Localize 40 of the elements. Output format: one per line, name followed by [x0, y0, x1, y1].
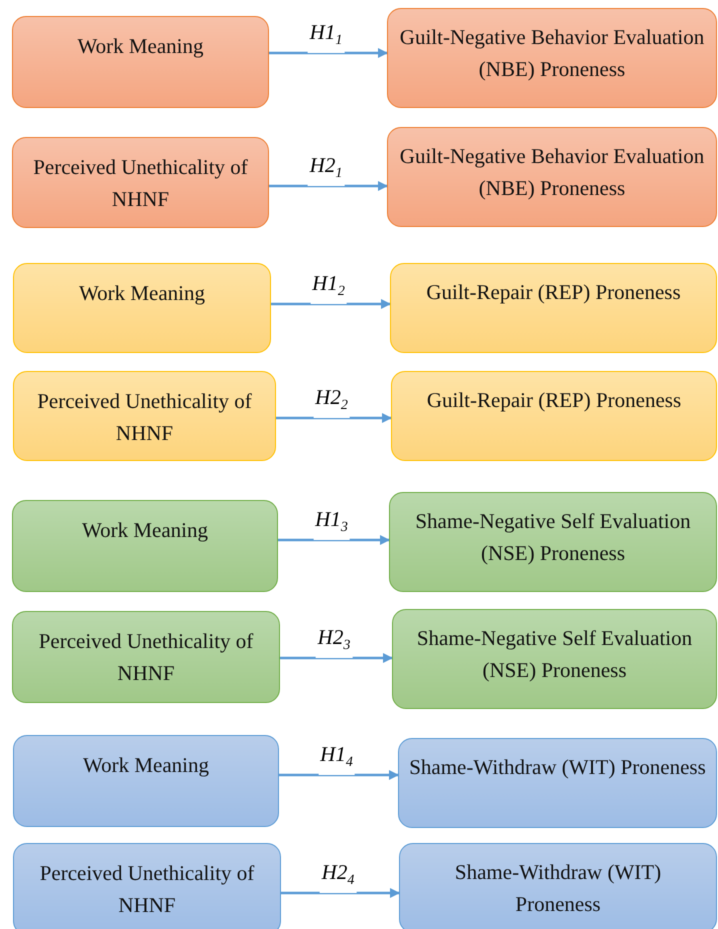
- box-text: Guilt-Repair (REP) Proneness: [425, 279, 682, 306]
- box-text: Work Meaning: [76, 33, 205, 60]
- box-text: Guilt-Repair (REP) Proneness: [426, 387, 682, 414]
- arrow: [269, 48, 388, 58]
- box-text: Perceived Unethicality of NHNF: [32, 154, 249, 213]
- box-text: Perceived Unethicality of NHNF: [36, 388, 253, 447]
- process-box: [398, 738, 717, 828]
- box-text: Shame-Withdraw (WIT) Proneness: [454, 859, 662, 918]
- process-box: [391, 371, 717, 461]
- box-text: Shame-Withdraw (WIT) Proneness: [408, 754, 707, 781]
- box-text: Perceived Unethicality of NHNF: [38, 628, 254, 687]
- arrow: [281, 888, 400, 898]
- process-box: [13, 371, 276, 461]
- arrow: [271, 299, 391, 309]
- process-box: [399, 843, 717, 929]
- box-text: Shame-Negative Self Evaluation (NSE) Proneness: [416, 625, 694, 684]
- process-box: [13, 843, 281, 929]
- process-box: [12, 611, 280, 703]
- process-box: [12, 500, 278, 592]
- box-text: Guilt-Negative Behavior Evaluation (NBE) Proneness: [398, 143, 706, 202]
- process-box: [12, 16, 269, 108]
- box-text: Guilt-Negative Behavior Evaluation (NBE) Proneness: [398, 24, 706, 83]
- process-box: [392, 609, 717, 709]
- box-text: Work Meaning: [80, 517, 210, 544]
- box-text: Perceived Unethicality of NHNF: [38, 860, 256, 919]
- arrow: [276, 413, 392, 423]
- process-box: [390, 263, 717, 353]
- process-box: [387, 127, 717, 227]
- process-box: [13, 263, 271, 353]
- box-text: Shame-Negative Self Evaluation (NSE) Proneness: [414, 508, 692, 567]
- process-box: [389, 492, 717, 592]
- arrow: [280, 653, 393, 663]
- arrow: [269, 181, 388, 191]
- arrow: [278, 535, 390, 545]
- arrow: [279, 770, 399, 780]
- process-box: [12, 137, 269, 228]
- box-text: Work Meaning: [82, 752, 210, 779]
- box-text: Work Meaning: [78, 280, 206, 307]
- process-box: [13, 735, 279, 827]
- process-box: [387, 8, 717, 108]
